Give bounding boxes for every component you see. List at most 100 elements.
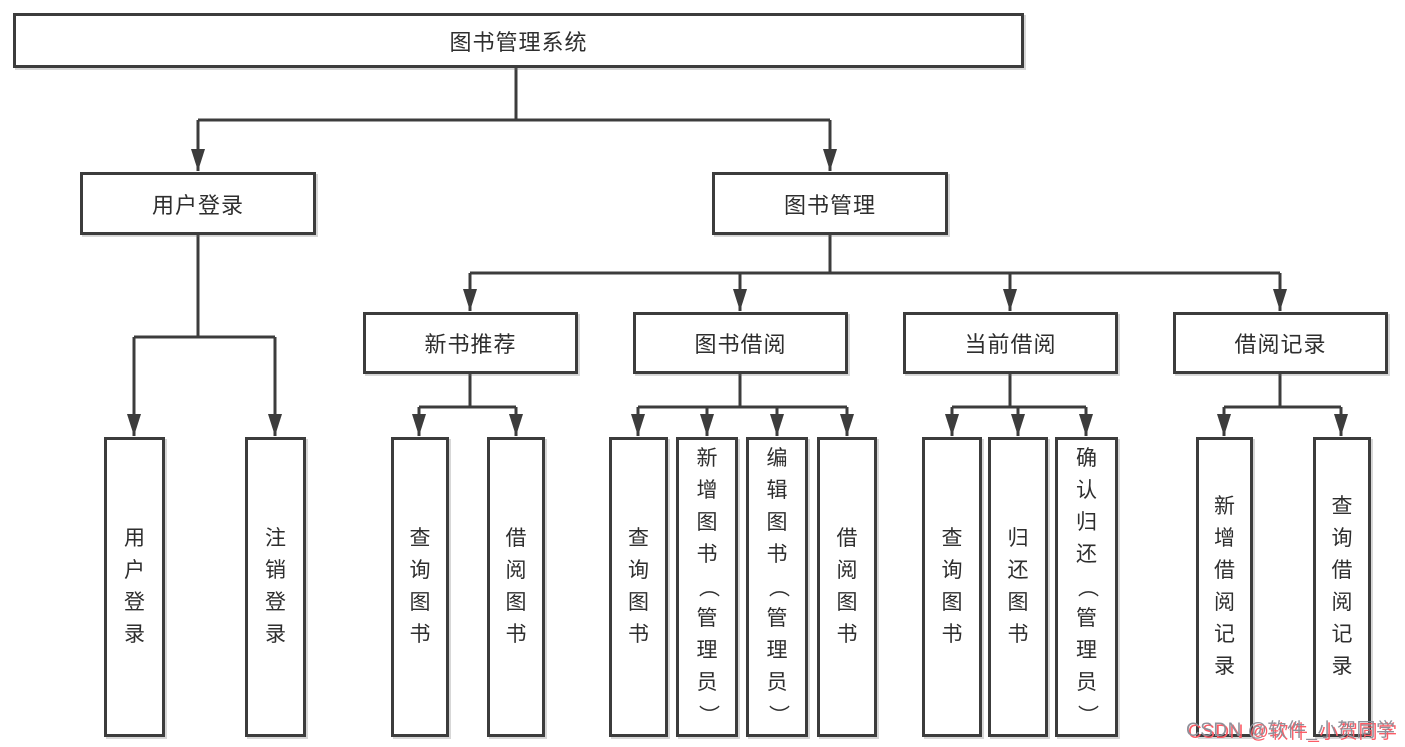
node-leaf-query-borrow-record: 查询借阅记录 <box>1313 437 1371 737</box>
vertical-label-char: 辑 <box>766 479 788 502</box>
vertical-label-char: 借 <box>1214 559 1235 582</box>
vertical-label-char: 阅 <box>1214 591 1235 614</box>
vertical-label-char: 增 <box>696 479 718 502</box>
vertical-label-char: 管 <box>696 607 718 630</box>
vertical-label-char: 记 <box>1214 623 1235 646</box>
node-leaf-recommend-borrow-books: 借阅图书 <box>487 437 545 737</box>
node-leaf-borrow-query-books: 查询图书 <box>609 437 668 737</box>
vertical-label-char: ） <box>766 704 789 726</box>
vertical-label-char: 增 <box>1214 527 1235 550</box>
vertical-label-char: 查 <box>941 527 963 550</box>
vertical-label-char: 书 <box>409 623 431 646</box>
vertical-label-char: 管 <box>1076 607 1097 630</box>
vertical-label-char: 图 <box>836 591 858 614</box>
vertical-label-char: 理 <box>1076 639 1097 662</box>
node-leaf-add-books-admin: 新增图书 （ 管理员 ） <box>676 437 738 737</box>
node-current-borrow: 当前借阅 <box>903 312 1118 374</box>
vertical-label-char: 员 <box>696 671 718 694</box>
vertical-label-char: 登 <box>124 591 145 614</box>
vertical-label-char: ） <box>696 704 719 726</box>
node-label: 图书借阅 <box>694 332 787 357</box>
vertical-label-char: 用 <box>124 527 145 550</box>
vertical-label-char: 图 <box>696 511 718 534</box>
vertical-label-char: ） <box>1075 704 1099 726</box>
vertical-label-char: 书 <box>836 623 858 646</box>
vertical-label-char: 书 <box>505 623 527 646</box>
node-leaf-confirm-return-admin: 确认归还 （ 管理员 ） <box>1055 437 1118 737</box>
vertical-label-char: 图 <box>1007 591 1029 614</box>
vertical-label-char: 理 <box>696 639 718 662</box>
node-label: 图书管理系统 <box>449 29 588 55</box>
vertical-label-char: 图 <box>766 511 788 534</box>
node-root: 图书管理系统 <box>13 13 1024 68</box>
vertical-label-char: （ <box>1075 576 1099 598</box>
vertical-label-char: 新 <box>696 447 718 470</box>
vertical-label-char: 书 <box>696 543 718 566</box>
vertical-label-char: 书 <box>1007 623 1029 646</box>
node-leaf-borrow-books: 借阅图书 <box>817 437 877 737</box>
vertical-label-char: 录 <box>1214 655 1235 678</box>
vertical-label-char: 借 <box>1331 559 1353 582</box>
vertical-label-char: 认 <box>1076 479 1097 502</box>
vertical-label-char: 销 <box>265 559 286 582</box>
vertical-label-char: 归 <box>1007 527 1029 550</box>
vertical-label-char: 询 <box>941 559 963 582</box>
vertical-label-char: 阅 <box>505 559 527 582</box>
node-label: 当前借阅 <box>964 332 1057 357</box>
node-leaf-add-borrow-record: 新增借阅记录 <box>1196 437 1253 737</box>
vertical-label-char: 录 <box>1331 655 1353 678</box>
vertical-label-char: 书 <box>941 623 963 646</box>
vertical-label-char: 询 <box>628 559 649 582</box>
node-book-borrow: 图书借阅 <box>633 312 848 374</box>
vertical-label-char: 理 <box>766 639 788 662</box>
node-label: 用户登录 <box>151 192 244 218</box>
vertical-label-char: 确 <box>1076 447 1097 470</box>
vertical-label-char: （ <box>766 576 789 598</box>
vertical-label-char: 记 <box>1331 623 1353 646</box>
vertical-label-char: 询 <box>409 559 431 582</box>
vertical-label-char: 借 <box>836 527 858 550</box>
vertical-label-char: 阅 <box>1331 591 1353 614</box>
vertical-label-char: （ <box>696 576 719 598</box>
node-label: 新书推荐 <box>424 332 517 357</box>
vertical-label-char: 图 <box>628 591 649 614</box>
node-new-book-recommend: 新书推荐 <box>363 312 578 374</box>
vertical-label-char: 查 <box>409 527 431 550</box>
node-label: 借阅记录 <box>1234 332 1327 357</box>
node-leaf-recommend-query-books: 查询图书 <box>391 437 449 737</box>
vertical-label-char: 图 <box>409 591 431 614</box>
node-leaf-user-login: 用户登录 <box>104 437 165 737</box>
vertical-label-char: 登 <box>265 591 286 614</box>
node-leaf-edit-books-admin: 编辑图书 （ 管理员 ） <box>746 437 808 737</box>
vertical-label-char: 借 <box>505 527 527 550</box>
vertical-label-char: 归 <box>1076 511 1097 534</box>
node-leaf-logout: 注销登录 <box>245 437 306 737</box>
vertical-label-char: 员 <box>1076 671 1097 694</box>
vertical-label-char: 查 <box>1331 495 1353 518</box>
vertical-label-char: 书 <box>628 623 649 646</box>
csdn-watermark: CSDN @软件_小贺同学 <box>1186 720 1396 741</box>
vertical-label-char: 员 <box>766 671 788 694</box>
node-leaf-current-query-books: 查询图书 <box>922 437 982 737</box>
vertical-label-char: 还 <box>1007 559 1029 582</box>
node-leaf-return-books: 归还图书 <box>988 437 1048 737</box>
vertical-label-char: 管 <box>766 607 788 630</box>
vertical-label-char: 编 <box>766 447 788 470</box>
vertical-label-char: 注 <box>265 527 286 550</box>
vertical-label-char: 询 <box>1331 527 1353 550</box>
vertical-label-char: 查 <box>628 527 649 550</box>
vertical-label-char: 书 <box>766 543 788 566</box>
vertical-label-char: 图 <box>941 591 963 614</box>
vertical-label-char: 户 <box>124 559 145 582</box>
vertical-label-char: 录 <box>265 623 286 646</box>
vertical-label-char: 图 <box>505 591 527 614</box>
node-book-management: 图书管理 <box>712 172 948 235</box>
vertical-label-char: 新 <box>1214 495 1235 518</box>
node-user-login: 用户登录 <box>80 172 316 235</box>
node-label: 图书管理 <box>783 192 876 218</box>
vertical-label-char: 录 <box>124 623 145 646</box>
node-borrow-records: 借阅记录 <box>1173 312 1388 374</box>
vertical-label-char: 还 <box>1076 543 1097 566</box>
vertical-label-char: 阅 <box>836 559 858 582</box>
